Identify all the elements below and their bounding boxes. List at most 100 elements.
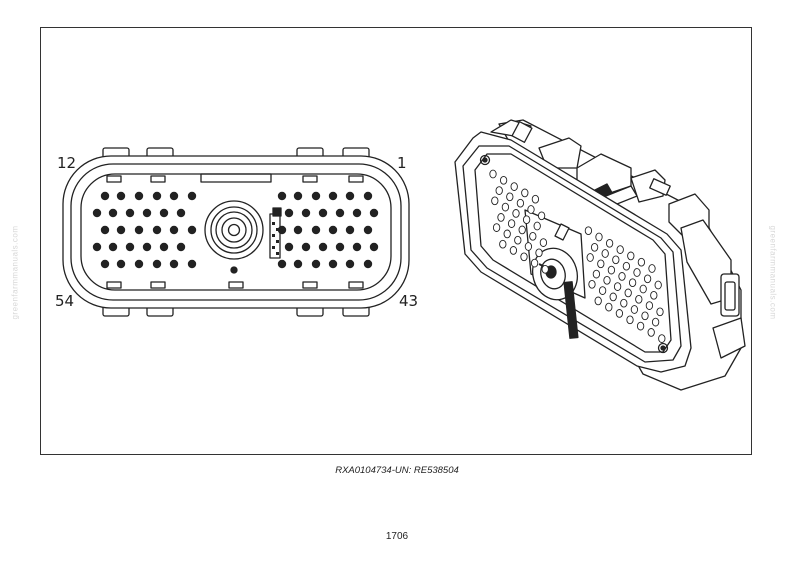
pin-hole	[501, 202, 510, 212]
pin-hole	[633, 268, 641, 277]
pin-hole	[524, 242, 533, 251]
pin-hole	[491, 196, 499, 206]
pin-cavity	[335, 208, 345, 218]
center-bolt-outer	[204, 200, 264, 260]
pin-hole	[643, 274, 652, 284]
pin-cavity	[369, 242, 379, 252]
pin-hole	[647, 328, 655, 337]
pin-hole	[541, 264, 549, 274]
pin-hole	[590, 242, 599, 252]
pin-cavity	[301, 242, 311, 252]
pin-cavity	[116, 225, 126, 235]
pin-hole	[533, 221, 541, 231]
pin-hole	[603, 275, 611, 285]
pin-cavity	[187, 225, 197, 235]
pin-hole	[522, 215, 531, 225]
pin-cavity	[284, 208, 294, 218]
figure-caption: RXA0104734-UN: RE538504	[335, 465, 459, 476]
pin-hole	[509, 246, 518, 255]
pin-cavity	[293, 225, 303, 235]
pin-hole	[624, 288, 632, 298]
pin-label-1: 1	[397, 154, 407, 172]
pin-cavity	[311, 225, 321, 235]
pin-hole	[618, 272, 626, 281]
pin-cavity	[100, 225, 110, 235]
pin-hole	[530, 258, 539, 268]
pin-cavity	[363, 191, 373, 201]
pin-label-54: 54	[55, 292, 75, 310]
pin-hole	[641, 311, 649, 321]
pin-cavity	[363, 225, 373, 235]
pin-hole	[495, 186, 503, 195]
pin-cavity	[335, 242, 345, 252]
watermark-right: greenfarmmanuals.com	[768, 225, 778, 320]
pin-hole	[520, 252, 528, 262]
pin-cavity	[100, 191, 110, 201]
pin-hole	[609, 292, 617, 302]
pin-cavity	[134, 191, 144, 201]
pin-hole	[651, 317, 660, 327]
pin-hole	[539, 238, 548, 247]
pin-cavity	[363, 259, 373, 269]
pin-cavity	[293, 259, 303, 269]
pin-cavity	[311, 259, 321, 269]
pin-cavity	[125, 242, 135, 252]
pin-hole	[518, 225, 526, 235]
pin-hole	[512, 209, 520, 218]
pin-hole	[645, 301, 654, 310]
pin-hole	[654, 280, 662, 290]
pin-cavity	[318, 242, 328, 252]
pin-hole	[598, 286, 607, 295]
pin-label-43: 43	[399, 292, 419, 310]
pin-cavity	[152, 191, 162, 201]
figure-frame: 12 1 54 43	[40, 27, 752, 455]
connector-perspective-view	[454, 119, 746, 391]
pin-cavity	[352, 208, 362, 218]
pin-hole	[605, 302, 613, 312]
pin-hole	[521, 188, 529, 198]
pin-cavity	[345, 191, 355, 201]
pin-hole	[626, 315, 634, 325]
pin-hole	[497, 213, 505, 222]
pin-cavity	[159, 242, 169, 252]
pin-hole	[510, 182, 518, 191]
pin-hole	[597, 259, 605, 269]
page-number: 1706	[385, 531, 409, 542]
pin-cavity	[169, 259, 179, 269]
pin-cavity	[116, 191, 126, 201]
pin-cavity	[142, 208, 152, 218]
pin-hole	[630, 305, 639, 314]
pin-hole	[514, 235, 522, 245]
pin-cavity	[318, 208, 328, 218]
pin-hole	[627, 251, 635, 261]
pin-cavity	[311, 191, 321, 201]
pin-cavity	[108, 242, 118, 252]
pin-hole	[650, 290, 658, 300]
pin-hole	[636, 321, 645, 331]
pin-hole	[531, 194, 540, 204]
pin-hole	[658, 334, 666, 343]
pin-hole	[639, 284, 647, 294]
pin-hole	[535, 248, 543, 258]
pin-cavity	[301, 208, 311, 218]
pin-hole	[605, 238, 614, 248]
pin-hole	[612, 255, 620, 265]
pin-cavity	[328, 191, 338, 201]
pin-hole	[529, 231, 537, 241]
pin-cavity	[169, 225, 179, 235]
pin-cavity	[176, 208, 186, 218]
pin-cavity	[277, 259, 287, 269]
pin-hole	[635, 294, 643, 304]
pin-hole	[592, 269, 601, 279]
pin-hole	[637, 257, 646, 267]
pin-cavity	[134, 225, 144, 235]
pin-hole	[503, 229, 511, 239]
connector-inner-shell	[70, 163, 402, 301]
center-bolt-ring	[215, 211, 253, 249]
pin-cavity	[277, 225, 287, 235]
pin-cavity	[159, 208, 169, 218]
center-bolt-core	[227, 223, 241, 237]
pin-hole	[648, 264, 656, 273]
pin-hole	[499, 175, 508, 185]
pin-hole	[595, 232, 603, 242]
